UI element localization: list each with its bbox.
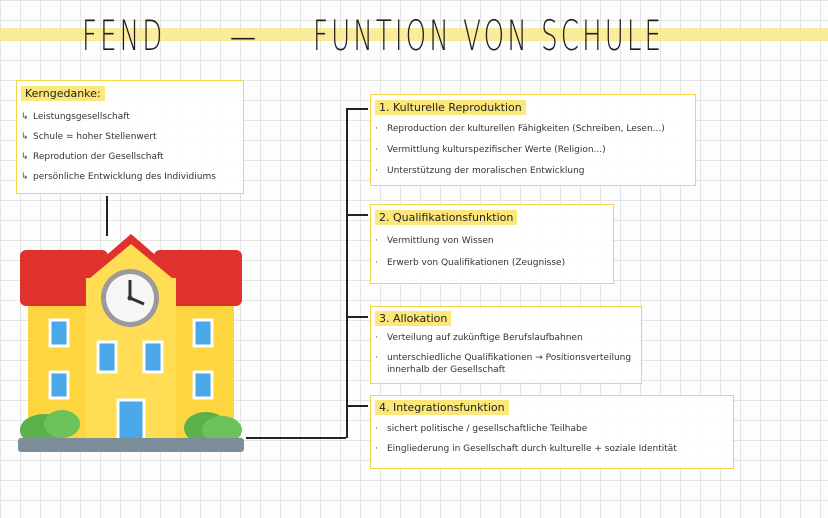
- kerngedanke-box: Kerngedanke: ↳Leistungsgesellschaft ↳Sch…: [16, 80, 244, 194]
- title-highlight: [0, 28, 828, 41]
- connector-line: [106, 196, 108, 236]
- bush-icon: [184, 412, 242, 444]
- function-box: 2. Qualifikationsfunktion ·Vermittlung v…: [370, 204, 614, 284]
- function-item: ·Erwerb von Qualifikationen (Zeugnisse): [375, 258, 566, 268]
- function-item: ·Verteilung auf zukünftige Berufslaufbah…: [375, 333, 583, 343]
- kerngedanke-item: ↳Schule = hoher Stellenwert: [21, 132, 157, 142]
- function-title: 1. Kulturelle Reproduktion: [375, 100, 526, 115]
- kerngedanke-item: ↳Reprodution der Gesellschaft: [21, 152, 164, 162]
- function-item: ·Unterstützung der moralischen Entwicklu…: [375, 166, 585, 176]
- function-item: innerhalb der Gesellschaft: [387, 365, 506, 375]
- function-item: ·Eingliederung in Gesellschaft durch kul…: [375, 444, 677, 454]
- kerngedanke-title: Kerngedanke:: [21, 86, 105, 101]
- function-box: 3. Allokation ·Verteilung auf zukünftige…: [370, 306, 642, 384]
- page-title-left: FEND: [82, 11, 166, 60]
- function-item: ·unterschiedliche Qualifikationen → Posi…: [375, 353, 632, 363]
- branch-line: [346, 316, 368, 318]
- kerngedanke-item: ↳Leistungsgesellschaft: [21, 112, 130, 122]
- function-title: 4. Integrationsfunktion: [375, 400, 509, 415]
- page-title-dash: —: [230, 11, 260, 60]
- branch-line: [346, 405, 368, 407]
- school-building-icon: [18, 234, 244, 452]
- function-title: 3. Allokation: [375, 311, 452, 326]
- connector-line: [246, 437, 346, 439]
- kerngedanke-item: ↳persönliche Entwicklung des Individiums: [21, 172, 216, 182]
- branch-line: [346, 108, 368, 110]
- function-box: 1. Kulturelle Reproduktion ·Reproduction…: [370, 94, 696, 186]
- function-item: ·Vermittlung kulturspezifischer Werte (R…: [375, 145, 606, 155]
- branch-line: [346, 214, 368, 216]
- page-title-right: FUNTION VON SCHULE: [313, 11, 665, 60]
- function-box: 4. Integrationsfunktion ·sichert politis…: [370, 395, 734, 469]
- function-item: ·Vermittlung von Wissen: [375, 236, 494, 246]
- function-item: ·sichert politische / gesellschaftliche …: [375, 424, 588, 434]
- function-item: ·Reproduction der kulturellen Fähigkeite…: [375, 124, 665, 134]
- function-title: 2. Qualifikationsfunktion: [375, 210, 518, 225]
- clock-icon: [101, 269, 159, 327]
- bracket-line: [346, 108, 348, 438]
